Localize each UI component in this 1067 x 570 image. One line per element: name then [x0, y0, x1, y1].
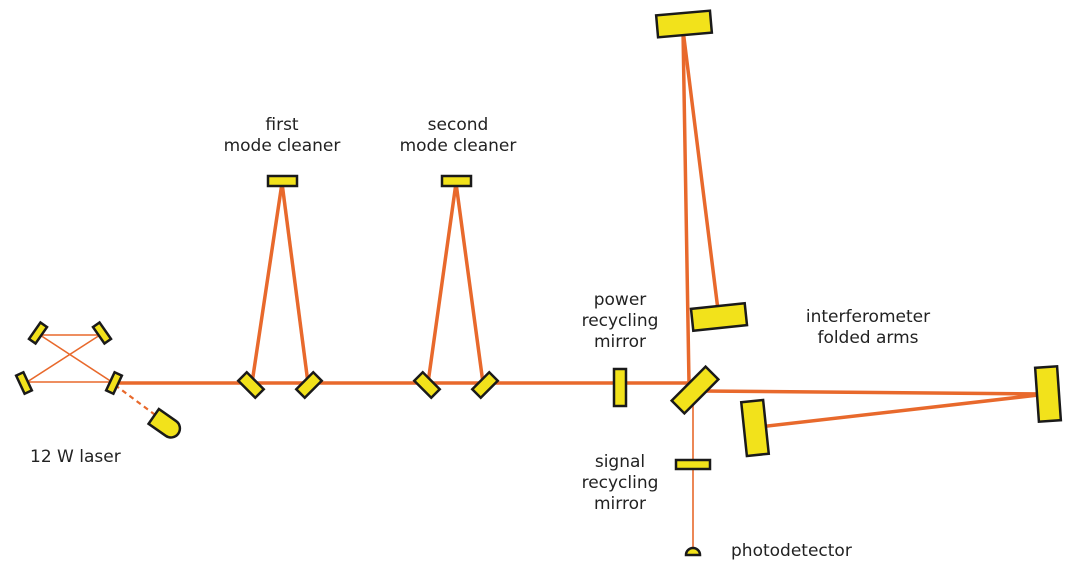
signal-recycling-mirror	[674, 458, 712, 471]
photodetector-icon	[684, 546, 702, 557]
power-recycling-mirror	[612, 367, 628, 408]
laser-label: 12 W laser	[30, 447, 121, 467]
laser-cavity-beams	[26, 334, 113, 383]
first-mode-cleaner-label: first mode cleaner	[223, 115, 341, 156]
vertical-arm-far-mirror	[654, 9, 714, 39]
first-mode-cleaner-beams	[250, 181, 310, 385]
laser-cavity-mirror-1	[27, 320, 49, 346]
second-mode-cleaner-mirror-top	[440, 174, 473, 188]
photodetector-label: photodetector	[731, 541, 852, 561]
interferometer-folded-arms-label: interferometer folded arms	[805, 307, 931, 348]
horizontal-arm-fold-mirror	[739, 398, 771, 458]
first-mode-cleaner-mirror-top	[266, 174, 299, 188]
second-mode-cleaner-mirror-left	[412, 370, 442, 400]
signal-recycling-mirror-label: signal recycling mirror	[581, 452, 659, 514]
horizontal-arm-beams	[698, 389, 1049, 429]
first-mode-cleaner-mirror-right	[294, 370, 324, 400]
vertical-arm-beams	[681, 28, 721, 385]
first-mode-cleaner-mirror-left	[236, 370, 266, 400]
beam-splitter	[669, 364, 721, 416]
laser-cavity-mirror-2	[91, 320, 113, 346]
horizontal-arm-far-mirror	[1033, 364, 1063, 424]
laser-cavity-mirror-4	[104, 370, 124, 396]
second-mode-cleaner-label: second mode cleaner	[399, 115, 517, 156]
power-recycling-mirror-label: power recycling mirror	[581, 290, 659, 352]
laser-cavity-mirror-3	[14, 370, 34, 396]
second-mode-cleaner-mirror-right	[470, 370, 500, 400]
second-mode-cleaner-beams	[426, 181, 485, 385]
vertical-arm-fold-mirror	[689, 301, 749, 333]
laser-icon	[146, 407, 182, 439]
